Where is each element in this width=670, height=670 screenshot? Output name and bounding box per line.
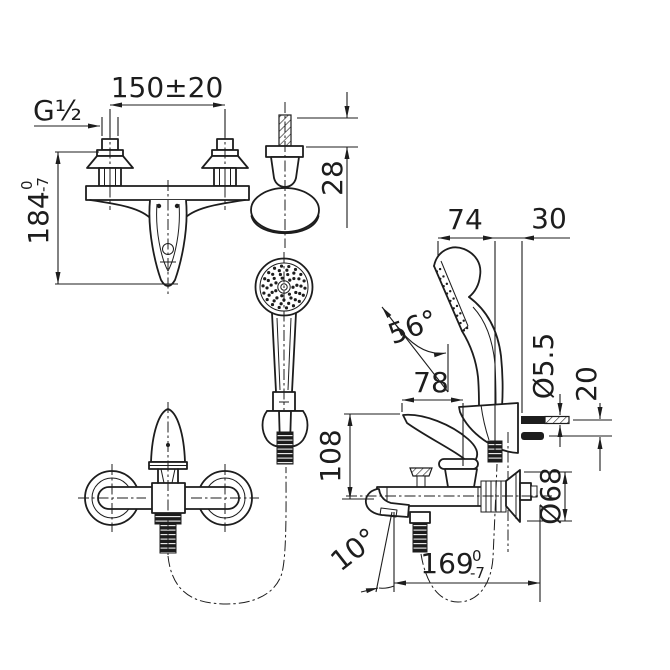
lever-height-label: 108 [314,429,347,482]
mounting-pin-lower [521,432,544,440]
dim-overall-height: 184 0 -7 [18,151,178,285]
spout-reach-tol-lower: -7 [470,564,485,582]
dim-pin-diameter: Ø5.5 [527,333,563,447]
overall-height-label: 184 [22,191,55,244]
inlet-spacing-label: 150±20 [111,71,224,104]
dim-pin-spacing: 20 [549,366,612,471]
shower-hose [167,466,287,605]
handle-right-edge [291,312,297,393]
dim-lever-reach: 78 [401,366,464,466]
diverter-knob-cap [409,467,433,477]
holder-screw-offset-label: 28 [316,160,349,196]
shower-head-outline [433,246,482,298]
overall-height-tol-upper: 0 [18,180,36,190]
spout-angle-label: 10° [324,521,383,578]
mounting-pin-upper [521,416,545,424]
shower-hose-side [420,463,498,603]
pin-diameter-label: Ø5.5 [527,333,560,400]
wall-holder-bracket [458,402,519,454]
mixer-side-view: 78 108 Ø68 169 0 -7 [314,366,572,603]
dim-thread-size: G½ [33,94,119,136]
hose-nut [409,511,431,524]
head-angle-label: 56° [384,303,442,351]
dim-spout-reach: 169 0 -7 [394,506,541,602]
handshower-front-view [254,252,314,465]
mixer-body-plan [85,185,250,287]
holder-side-view: 28 [250,92,358,248]
handle-left-edge [271,312,277,393]
spout-reach-tol-upper: 0 [472,547,482,565]
dim-head-reach: 74 30 [437,202,570,451]
mixer-plan-view: G½ 150±20 184 0 -7 [18,71,250,296]
spout-reach-label: 169 [420,547,473,580]
mixer-front-view [78,402,287,605]
hose-connector [276,431,294,465]
hose-stud-side [412,522,428,553]
thread-size-label: G½ [33,94,82,127]
spray-nozzles [261,264,307,310]
spray-nozzles-side [435,267,469,332]
lever-cap [438,458,479,470]
handle-dot-right [174,203,180,209]
dim-spout-angle: 10° [324,511,395,594]
diverter-knob-stem [416,475,426,488]
head-reach-label: 74 [447,203,483,236]
escutcheon-diameter-label: Ø68 [534,467,567,525]
dim-inlet-spacing: 150±20 [109,71,226,137]
dim-lever-height: 108 [314,413,400,500]
pin-spacing-label: 20 [570,366,603,402]
dim-holder-screw-offset: 28 [297,92,358,228]
lever-side [402,413,479,464]
lever-reach-label: 78 [413,366,449,399]
mounting-pin-upper-thread [544,415,570,425]
wall-stub [519,482,532,501]
cartridge-housing [444,468,478,488]
overall-height-tol-lower: -7 [34,177,52,192]
holder-bracket [270,156,300,188]
handle-dot-left [156,203,162,209]
wall-clearance-label: 30 [531,202,567,235]
